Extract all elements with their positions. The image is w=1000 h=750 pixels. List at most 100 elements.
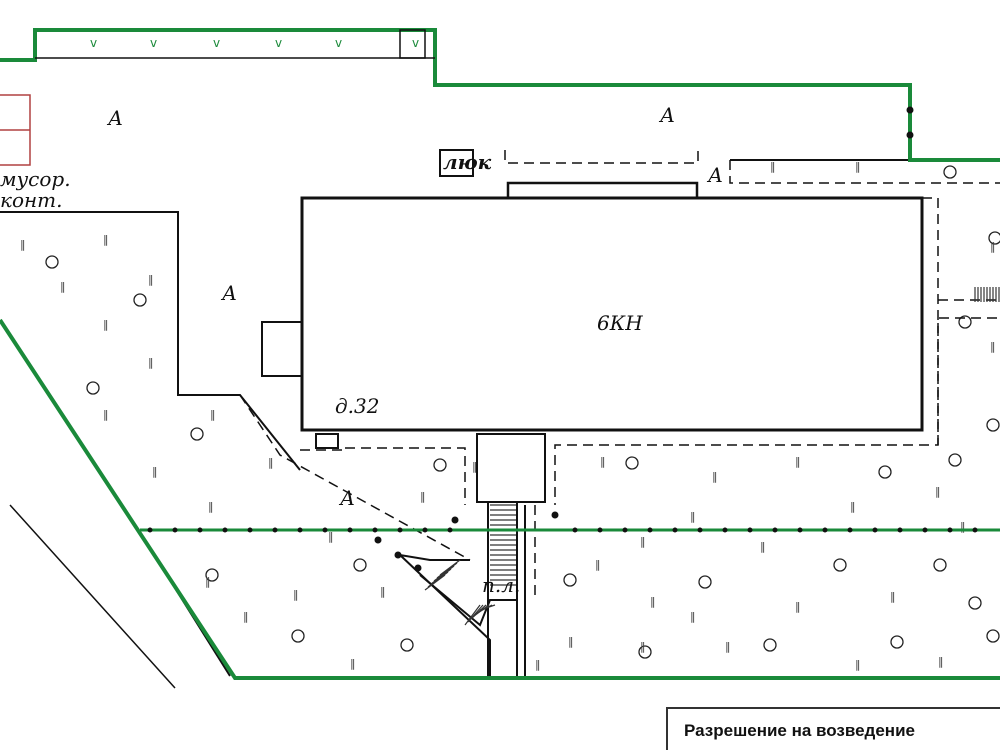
tree-icon [763,638,777,652]
hedge-mark: v [90,36,97,50]
fence-post [747,527,753,533]
building-label: 6КН [597,311,643,335]
lawn-border-left [0,211,301,471]
path-dashed-right [554,197,939,505]
fence-post [822,527,828,533]
grass-mark: ‖ [725,640,731,653]
stair-step [427,571,449,588]
tree-icon [400,638,414,652]
fence-post [374,536,382,544]
grass-mark: ‖ [650,595,656,608]
zone-a-label: А [106,106,123,130]
grass-mark: ‖ [148,356,154,369]
stair-step [439,559,461,576]
fence-post [772,527,778,533]
tree-icon [291,629,305,643]
fence-post [672,527,678,533]
stair-step [430,568,452,585]
tree-icon [625,456,639,470]
fence-post [922,527,928,533]
grass-mark: ‖ [960,520,966,533]
grass-mark: ‖ [350,657,356,670]
grass-mark: ‖ [472,460,478,473]
grass-mark: ‖ [890,590,896,603]
grass-mark: ‖ [640,535,646,548]
grass-mark: ‖ [938,655,944,668]
fence-post [797,527,803,533]
grass-mark: ‖ [208,500,214,513]
grass-mark: ‖ [855,658,861,671]
tree-icon [433,458,447,472]
path-dashed-entrance [345,447,466,505]
grass-mark: ‖ [760,540,766,553]
fence-post [322,527,328,533]
zone-a-label: А [220,281,237,305]
tree-icon [943,165,957,179]
hedge-mark: v [335,36,342,50]
grass-mark: ‖ [935,485,941,498]
grass-mark: ‖ [380,585,386,598]
fence-post [622,527,628,533]
fence-post [272,527,278,533]
stairs-label: п.л. [482,573,520,597]
stair-step [464,604,481,626]
stair-step [424,574,446,591]
tree-icon [958,315,972,329]
fence-post [872,527,878,533]
fence-post [347,527,353,533]
fence-post [572,527,578,533]
title-text: Разрешение на возведение [684,721,915,740]
hedge-mark: v [150,36,157,50]
hedge-strip [35,29,435,59]
parking-dashed [504,150,699,164]
tree-icon [878,465,892,479]
tree-icon [968,596,982,610]
tree-icon [45,255,59,269]
road-edge [9,504,176,689]
fence-post [447,527,453,533]
fence-post [551,511,559,519]
fence-post [197,527,203,533]
grass-mark: ‖ [148,273,154,286]
tree-icon [638,645,652,659]
fence-post [451,516,459,524]
stair-step [433,565,455,582]
grass-mark: ‖ [690,610,696,623]
contours [0,149,1000,689]
tree-icon [86,381,100,395]
grass-mark: ‖ [103,318,109,331]
grass-mark: ‖ [855,160,861,173]
grass-mark: ‖ [712,470,718,483]
fence-post [597,527,603,533]
hedge-mark: v [213,36,220,50]
grass-mark: ‖ [293,588,299,601]
fence-post [897,527,903,533]
tree-icon [833,558,847,572]
grass-mark: ‖ [60,280,66,293]
fence-post [697,527,703,533]
fence-post [397,527,403,533]
grass-mark: ‖ [568,635,574,648]
fence-posts [147,106,978,572]
tree-icon [205,568,219,582]
tree-icon [988,231,1000,245]
stair-step [467,604,484,623]
title-box: Разрешение на возведение [666,707,1000,750]
zone-a-label: А [706,163,723,187]
grass-mark: ‖ [990,240,996,253]
stair-step [436,562,458,579]
grass-mark: ‖ [990,340,996,353]
fence-post [947,527,953,533]
grass-mark: ‖ [205,575,211,588]
garbage-label: мусор. [0,167,71,191]
fence-post [414,564,422,572]
stairs-hatching [424,287,1000,626]
garbage-containers [0,94,31,166]
fence-post [972,527,978,533]
house-number: д.32 [335,394,379,418]
grass-mark: ‖ [595,558,601,571]
hatch-box [439,149,474,177]
tree-icon [933,558,947,572]
hedge-mark: v [412,36,419,50]
